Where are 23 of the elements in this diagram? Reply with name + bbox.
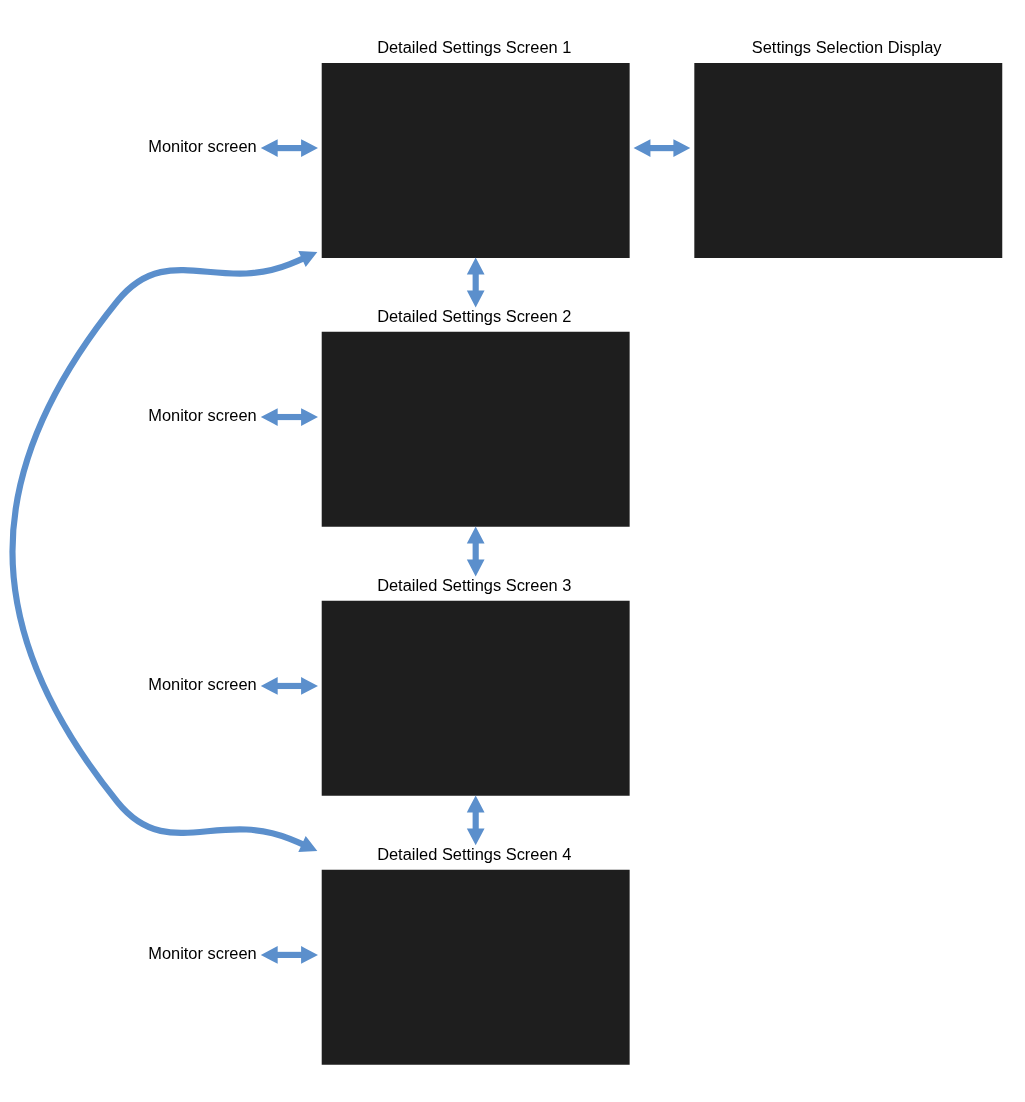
- arrow: [260, 676, 318, 695]
- node-text: Monitor screen: [148, 405, 257, 424]
- arrow: [466, 526, 485, 576]
- node-label: Settings Selection Display: [751, 37, 942, 56]
- arrow: [260, 407, 318, 426]
- arrow: [466, 795, 485, 845]
- node-box: [321, 869, 630, 1065]
- node-box: [321, 600, 630, 796]
- node-text: Monitor screen: [148, 674, 257, 693]
- arrow: [260, 138, 318, 157]
- node-label: Detailed Settings Screen 3: [377, 575, 572, 594]
- node-label: Detailed Settings Screen 2: [377, 306, 572, 325]
- arrow: [466, 257, 485, 307]
- node-label: Detailed Settings Screen 1: [377, 37, 572, 56]
- arrow: [9, 250, 318, 852]
- node-box: [321, 62, 630, 258]
- node-text: Monitor screen: [148, 943, 257, 962]
- arrow: [260, 945, 318, 964]
- node-text: Monitor screen: [148, 136, 257, 155]
- node-label: Detailed Settings Screen 4: [377, 844, 572, 863]
- node-box: [321, 331, 630, 527]
- node-box: [694, 62, 1003, 258]
- arrow: [633, 138, 691, 157]
